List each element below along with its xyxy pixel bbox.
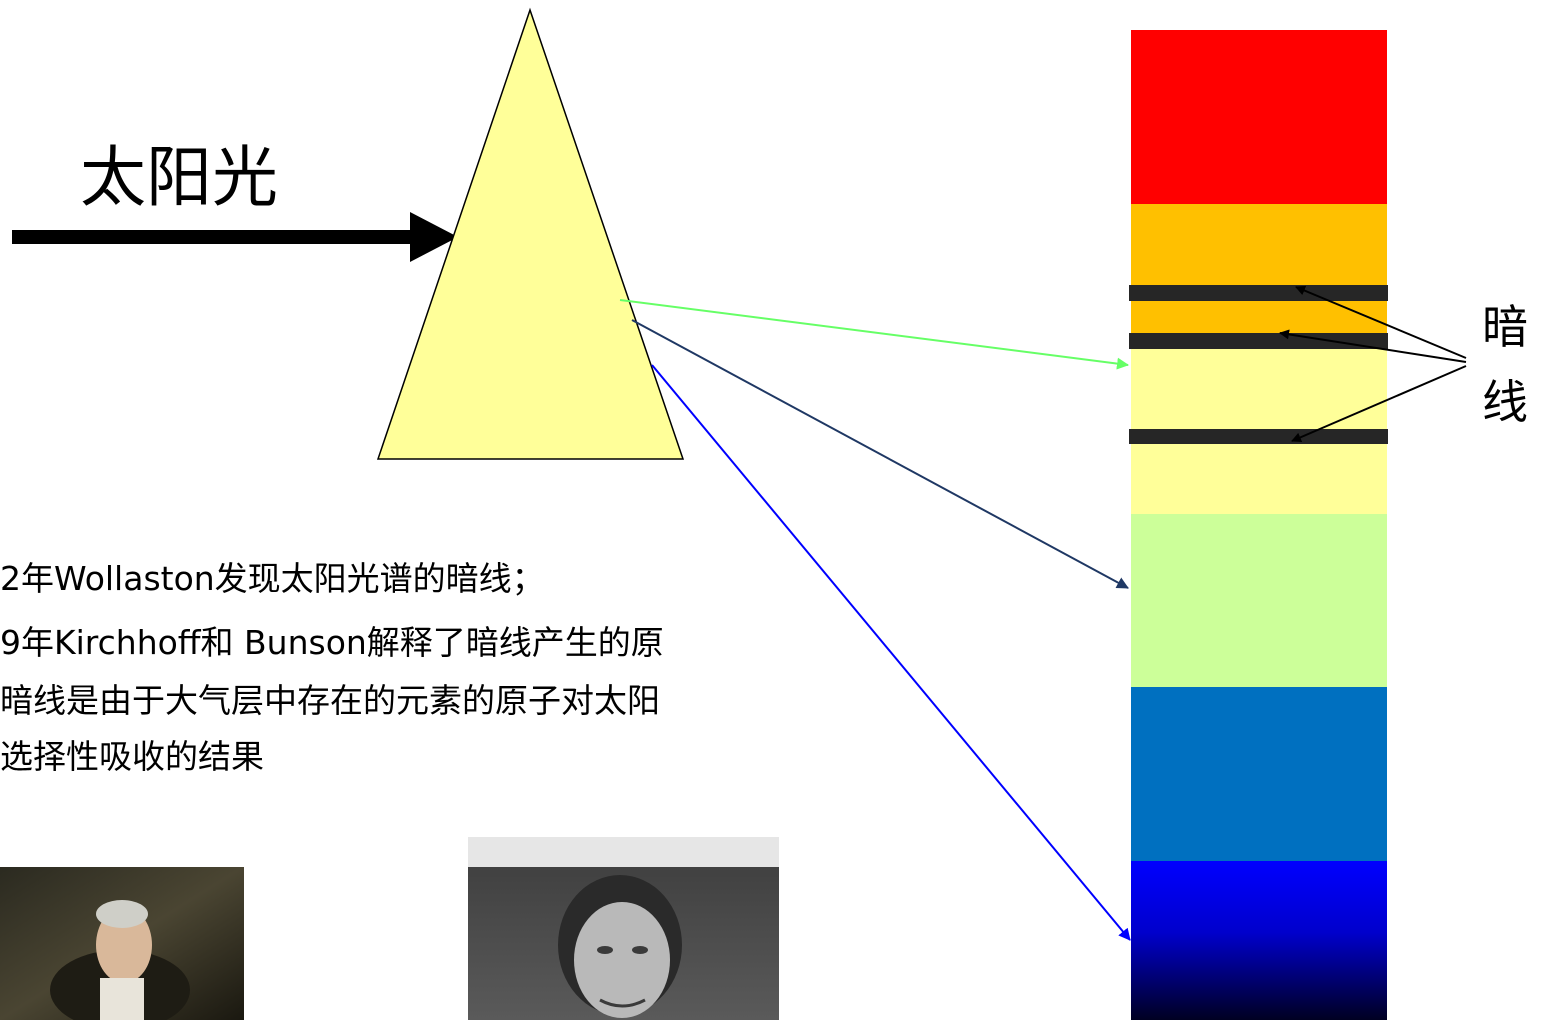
yellow-band [1131, 342, 1387, 514]
prism [376, 7, 685, 460]
dark-line-pointers [1279, 285, 1467, 443]
navy-ray [631, 319, 1129, 589]
description: 2年Wollaston发现太阳光谱的暗线； 9年Kirchhoff和 Bunso… [0, 559, 664, 776]
description-line-2: 9年Kirchhoff和 Bunson解释了暗线产生的原 [0, 623, 664, 662]
dark-line [1129, 429, 1388, 444]
blue-band [1131, 687, 1387, 861]
sunlight-label: 太阳光 [80, 139, 278, 216]
description-line-3: 暗线是由于大气层中存在的元素的原子对太阳 [0, 681, 660, 720]
dark-line-label-char-1: 暗 [1482, 300, 1528, 354]
dark-line [1129, 285, 1388, 301]
light-green-band [1131, 514, 1387, 687]
kirchhoff-portrait [468, 837, 779, 1020]
dark-lines [1129, 285, 1388, 444]
orange-band [1131, 204, 1387, 342]
spectrum-strip [1131, 30, 1387, 1020]
dark-line [1129, 333, 1388, 349]
deep-blue-band [1131, 861, 1387, 1020]
red-band [1131, 30, 1387, 204]
blue-ray [651, 364, 1131, 941]
sunlight-arrow [12, 212, 458, 262]
green-ray [619, 299, 1129, 370]
dark-line-label-char-2: 线 [1482, 375, 1528, 429]
description-line-1: 2年Wollaston发现太阳光谱的暗线； [0, 559, 545, 598]
wollaston-portrait [0, 867, 244, 1020]
description-line-4: 选择性吸收的结果 [0, 737, 264, 776]
